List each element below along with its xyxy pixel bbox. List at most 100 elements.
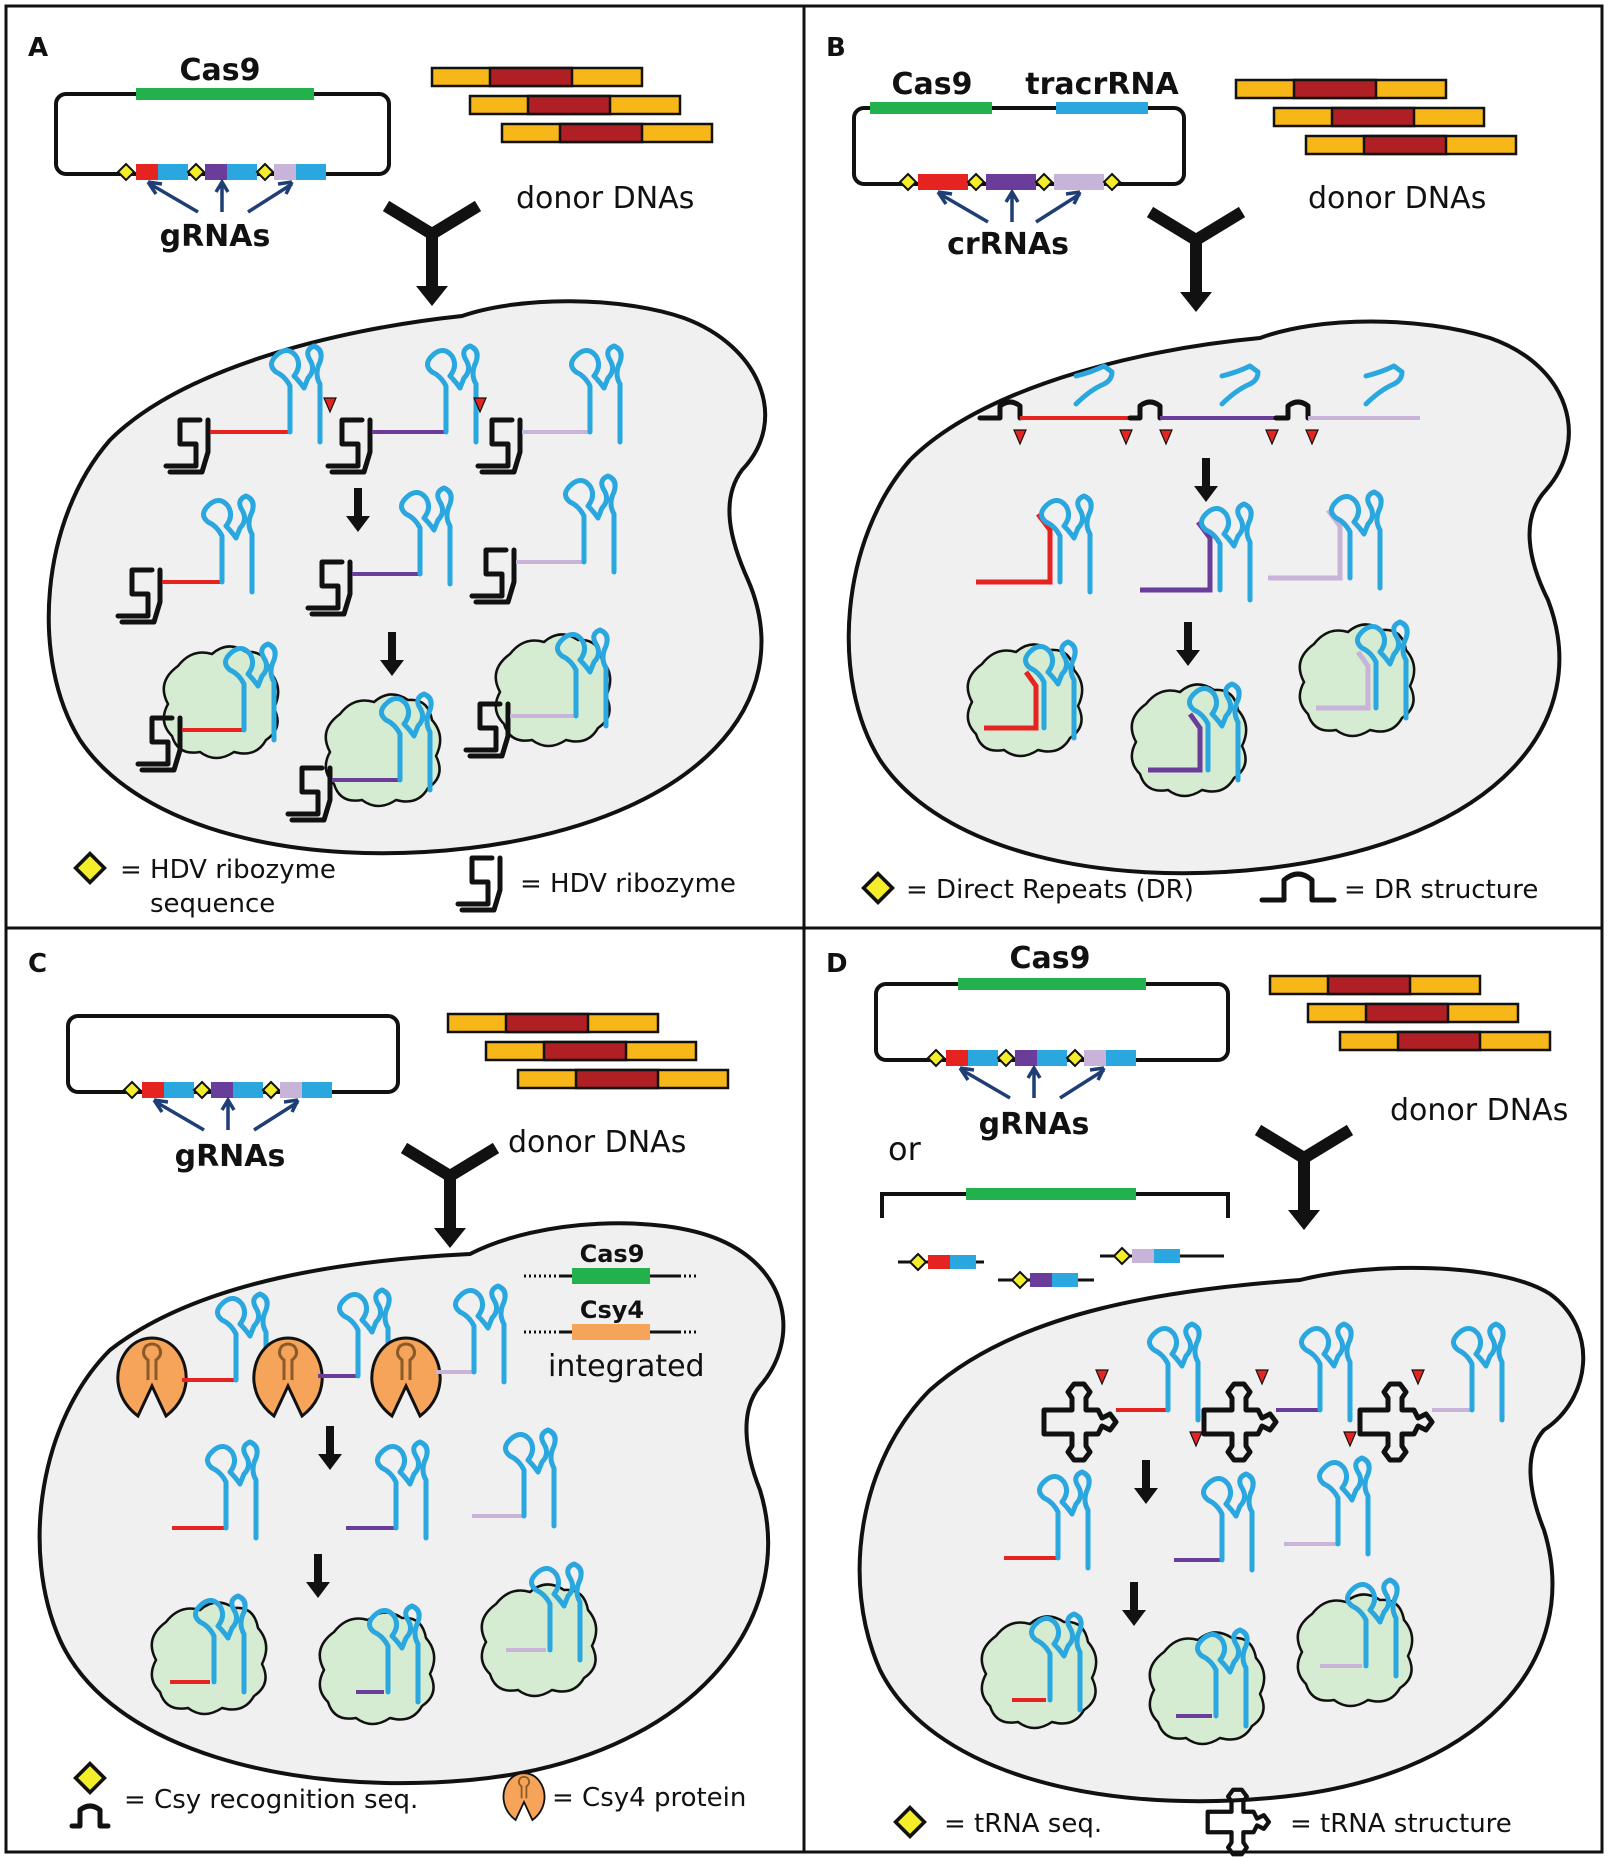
combine-arrow-icon (1258, 1130, 1350, 1230)
panel-d: D Cas9 gRNAs donor DNAs or (826, 941, 1586, 1854)
ribosome-icon (494, 633, 612, 748)
panel-letter-c: C (28, 949, 47, 979)
diamond-icon (117, 163, 135, 181)
diamond-icon (1035, 173, 1053, 191)
panel-b: B Cas9 tracrRNA crRNAs donor DNAs (826, 33, 1571, 905)
tracrrna-label: tracrRNA (1025, 67, 1179, 102)
diamond-icon (909, 1253, 927, 1271)
legend-direct-repeats: = Direct Repeats (DR) (906, 875, 1194, 905)
diamond-icon (73, 1761, 107, 1795)
hdv-ribozyme-icon (458, 858, 500, 910)
diamond-icon (1011, 1271, 1029, 1289)
processed-grnas (172, 1430, 555, 1538)
diamond-icon (193, 1081, 211, 1099)
processed-grnas (1004, 1458, 1369, 1570)
grnas-label: gRNAs (160, 219, 271, 254)
donor-dnas-label: donor DNAs (1308, 181, 1486, 216)
dr-structure-icon (1259, 871, 1337, 903)
donor-dna-bars (1234, 78, 1518, 156)
diamond-icon (861, 871, 895, 905)
arrow-up-icon (152, 1098, 205, 1132)
ribosome-icon (150, 1601, 268, 1716)
precursor-transcript (166, 346, 621, 472)
arrow-up-icon (1026, 1064, 1042, 1098)
cas9-label: Cas9 (892, 67, 973, 102)
cas9-grna-complexes (150, 1564, 598, 1726)
cas9-grna-complexes (138, 630, 612, 820)
donor-dnas-label: donor DNAs (516, 181, 694, 216)
cas9-crrna-complexes (966, 622, 1416, 798)
diamond-icon (262, 1081, 280, 1099)
diamond-icon (927, 1049, 945, 1067)
cas9-gene (136, 88, 314, 100)
legend-csy4-protein: = Csy4 protein (552, 1783, 746, 1813)
arrow-up-icon (936, 190, 989, 224)
legend-csy-recognition: = Csy recognition seq. (124, 1785, 418, 1815)
plasmid-icon (54, 92, 391, 176)
donor-dna-bars (430, 66, 714, 144)
grnas-label: gRNAs (979, 1107, 1090, 1142)
precursor-transcript (1044, 1324, 1503, 1460)
diamond-icon (256, 163, 274, 181)
legend-hdv-seq-line1: = HDV ribozyme (120, 855, 336, 885)
grna-array (123, 1081, 332, 1099)
cas9-integrated-label: Cas9 (580, 1240, 645, 1268)
cas9-gene (958, 978, 1146, 990)
combine-arrow-icon (404, 1148, 496, 1248)
cas9-label: Cas9 (180, 53, 261, 88)
tracrrna-gene (1056, 102, 1148, 114)
dr-structure-icon (977, 399, 1023, 421)
panel-letter-b: B (826, 33, 846, 63)
legend-hdv-seq-line2: sequence (150, 889, 275, 919)
csy-recognition-icon (69, 1803, 111, 1829)
cas9-gene (870, 102, 992, 114)
legend-hdv-ribozyme: = HDV ribozyme (520, 869, 736, 899)
combine-arrow-icon (1150, 212, 1242, 312)
arrow-up-icon (253, 1098, 300, 1132)
diamond-icon (1103, 173, 1121, 191)
diamond-icon (899, 173, 917, 191)
arrow-up-icon (1059, 1066, 1106, 1100)
arrow-up-icon (1004, 188, 1020, 222)
csy4-integrated-label: Csy4 (580, 1296, 644, 1324)
cas9-label: Cas9 (1010, 941, 1091, 976)
donor-dnas-label: donor DNAs (508, 1125, 686, 1160)
cas9-gene (572, 1268, 650, 1284)
processed-crrnas (976, 492, 1381, 600)
panel-letter-a: A (28, 33, 48, 63)
integrated-label: integrated (548, 1349, 705, 1384)
donor-dnas-label: donor DNAs (1390, 1093, 1568, 1128)
panel-letter-d: D (826, 949, 848, 979)
legend-trna-structure: = tRNA structure (1290, 1809, 1512, 1839)
or-label: or (888, 1130, 922, 1168)
diamond-icon (73, 851, 107, 885)
cas9-grna-complexes (980, 1580, 1414, 1746)
diamond-icon (967, 173, 985, 191)
panel-c: C gRNAs donor DNAs Cas9 Csy4 integrated (28, 949, 786, 1829)
grna-array (117, 163, 326, 181)
grna-array (927, 1049, 1136, 1067)
arrow-up-icon (220, 1096, 236, 1130)
plasmid-icon (874, 982, 1230, 1062)
grnas-label: gRNAs (175, 1139, 286, 1174)
linear-grna-fragments (898, 1247, 1224, 1289)
arrow-up-icon (1035, 190, 1082, 224)
csy4-gene (572, 1324, 650, 1340)
arrow-up-icon (146, 180, 199, 214)
processed-grnas (118, 476, 615, 622)
precursor-transcript (116, 1286, 505, 1418)
legend-dr-structure: = DR structure (1344, 875, 1538, 905)
diamond-icon (893, 1805, 927, 1839)
legend-trna-seq: = tRNA seq. (944, 1809, 1102, 1839)
arrow-up-icon (958, 1066, 1011, 1100)
diamond-icon (997, 1049, 1015, 1067)
crrnas-label: crRNAs (947, 227, 1069, 262)
precursor-transcript (977, 363, 1420, 445)
plasmid-icon (66, 1014, 400, 1094)
panel-a: A Cas9 gRNAs donor DNAs (28, 33, 768, 919)
crrna-array (899, 173, 1121, 191)
arrow-up-icon (247, 180, 294, 214)
integrated-genes: Cas9 Csy4 integrated (524, 1240, 705, 1384)
cas9-gene (966, 1188, 1136, 1200)
